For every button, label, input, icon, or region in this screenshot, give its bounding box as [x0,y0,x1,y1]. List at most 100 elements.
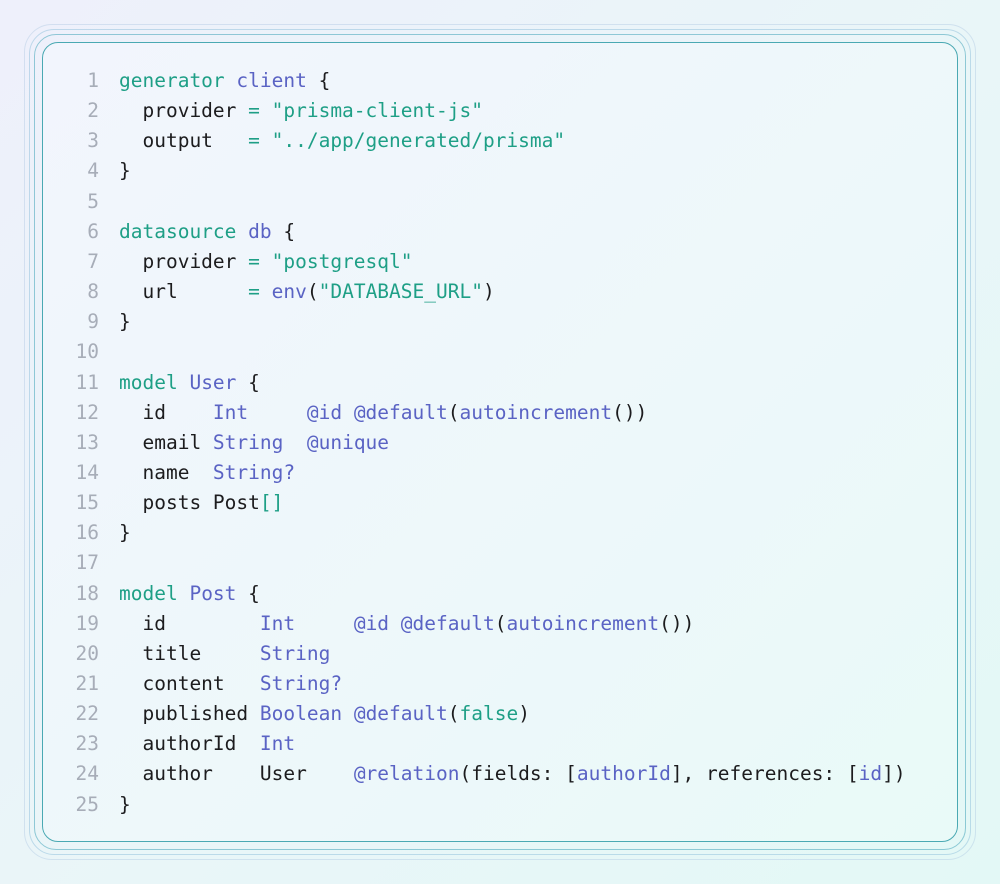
line-number: 20 [75,641,99,665]
code-token: (fields: [ [459,762,577,786]
line-source: } [99,156,131,186]
code-token: @relation [353,762,460,786]
code-token: client [236,69,307,92]
code-token: ()) [659,611,695,635]
code-token: output [119,129,249,153]
code-line[interactable]: 7 provider = "postgresql" [43,247,413,277]
code-token: name [119,460,213,484]
code-token: } [119,159,131,183]
code-token: } [119,310,131,334]
line-number: 9 [87,310,99,334]
code-token [283,431,306,454]
code-token: url [119,280,249,304]
code-token: "DATABASE_URL" [318,280,483,304]
code-line[interactable]: 20 title String [43,639,331,669]
line-source: authorId Int [99,729,295,759]
code-token: String [259,641,331,665]
code-line[interactable]: 15 posts Post[] [43,488,284,518]
line-source: email String @unique [99,428,389,458]
code-line[interactable]: 3 output = "../app/generated/prisma" [43,126,565,156]
code-token: ) [518,702,530,726]
line-number: 22 [75,702,99,726]
line-source: content String? [99,669,342,699]
code-token: id [119,611,260,635]
code-token: @id @default [306,400,448,424]
code-token: String [212,430,284,454]
code-token: provider [119,99,249,123]
code-line[interactable]: 23 authorId Int [43,729,296,759]
code-token: posts Post [119,491,260,515]
line-number: 1 [87,69,99,92]
code-token: = "prisma-client-js" [248,99,483,123]
line-source: model User { [99,368,260,398]
code-token: @unique [306,430,390,454]
code-token: autoincrement [506,611,660,635]
code-line[interactable]: 9} [43,307,131,337]
code-token: ]) [882,762,906,786]
code-token: authorId [119,732,260,756]
code-line[interactable]: 12 id Int @id @default(autoincrement()) [43,398,648,428]
code-token: String? [259,672,343,695]
line-number: 11 [75,370,99,394]
code-token: env [271,280,307,304]
inner-glow-frame [34,34,966,850]
line-source: } [99,307,131,337]
line-number: 10 [75,340,99,364]
code-token: } [119,521,131,545]
code-token: authorId [576,762,671,786]
line-number: 6 [87,219,99,243]
code-line[interactable]: 4} [43,156,131,186]
code-token: ( [494,611,507,635]
code-token: { [236,370,260,394]
code-token: = "postgresql" [248,249,413,273]
line-source: } [99,518,131,548]
code-token: id [858,762,883,786]
code-line[interactable]: 8 url = env("DATABASE_URL") [43,277,494,307]
outer-glow-frame [24,24,976,860]
line-number: 2 [87,99,99,123]
code-token: @id @default [353,611,495,635]
code-line[interactable]: 16} [43,518,131,548]
line-source: url = env("DATABASE_URL") [99,277,494,307]
line-source: published Boolean @default(false) [99,699,530,729]
code-line[interactable]: 10 [43,337,119,367]
code-token [225,69,237,92]
line-number: 17 [75,551,99,575]
code-token: db [248,219,272,243]
line-number: 14 [75,460,99,484]
code-token: model [119,370,178,394]
line-number: 7 [87,249,99,273]
line-number: 13 [75,430,99,454]
line-number: 19 [75,611,99,635]
code-token: Boolean [259,702,343,726]
code-line[interactable]: 24 author User @relation(fields: [author… [43,759,906,789]
code-line[interactable]: 19 id Int @id @default(autoincrement()) [43,609,695,639]
code-line[interactable]: 22 published Boolean @default(false) [43,699,530,729]
code-token: ], references: [ [670,762,859,786]
code-line[interactable]: 14 name String? [43,458,296,488]
line-source: id Int @id @default(autoincrement()) [99,609,694,639]
code-token: = [248,280,272,304]
code-line[interactable]: 5 [43,187,119,217]
code-token: Int [212,400,249,424]
line-source: provider = "postgresql" [99,247,413,277]
code-line[interactable]: 25} [43,790,131,820]
line-number: 4 [87,159,99,183]
middle-glow-frame [29,29,971,855]
line-source: id Int @id @default(autoincrement()) [99,398,647,428]
code-token: datasource [119,219,237,243]
code-line[interactable]: 2 provider = "prisma-client-js" [43,96,483,126]
code-line[interactable]: 17 [43,548,119,578]
code-token [295,612,354,635]
code-line[interactable]: 13 email String @unique [43,428,390,458]
code-token: @default [353,702,448,726]
code-line[interactable]: 21 content String? [43,669,343,699]
line-number: 16 [75,521,99,545]
code-token: email [119,430,213,454]
code-token: ( [447,702,460,726]
